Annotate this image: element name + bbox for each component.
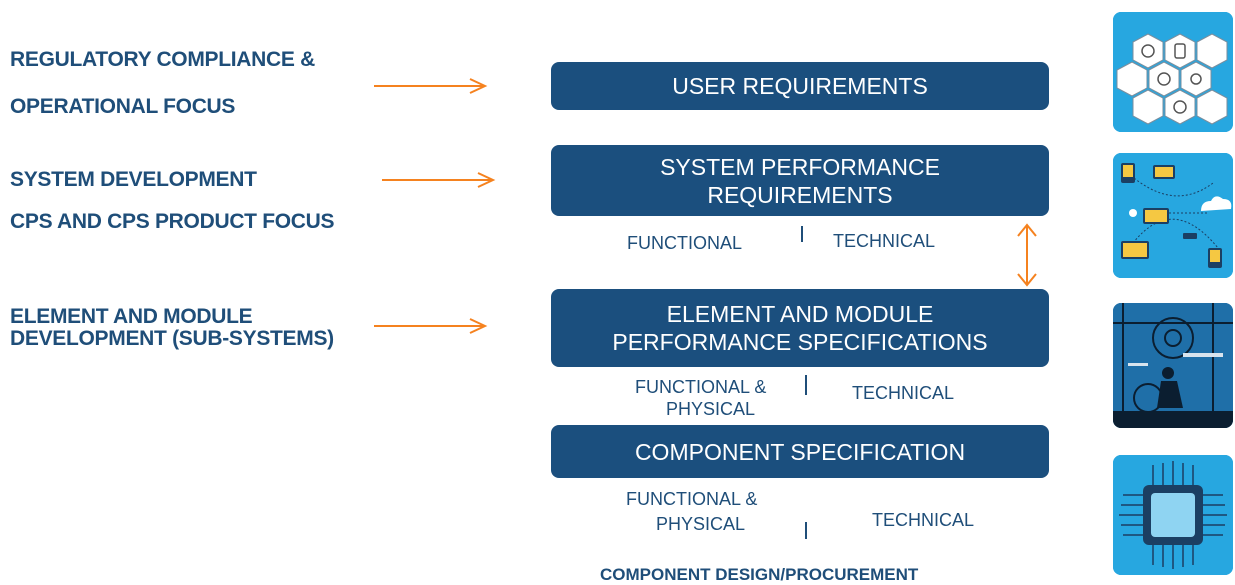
component-specification-label: COMPONENT SPECIFICATION [634, 438, 966, 465]
technical-label-1: TECHNICAL [833, 231, 936, 251]
microchip-icon [1113, 455, 1233, 575]
functional-amp-label-3: FUNCTIONAL & [626, 489, 758, 509]
label-operational: OPERATIONAL FOCUS [10, 95, 236, 118]
arrow-2 [382, 172, 496, 188]
arrow-3 [374, 318, 488, 334]
arrow-1 [374, 78, 488, 94]
component-design-procurement: COMPONENT DESIGN/PROCUREMENT [600, 565, 919, 584]
system-performance-box: SYSTEM PERFORMANCE REQUIREMENTS [551, 145, 1049, 216]
technical-label-2: TECHNICAL [852, 383, 955, 403]
label-cps-focus: CPS AND CPS PRODUCT FOCUS [10, 210, 335, 233]
element-module-line1: ELEMENT AND MODULE [666, 301, 934, 327]
user-requirements-label: USER REQUIREMENTS [672, 73, 928, 99]
technical-label-3: TECHNICAL [872, 510, 975, 530]
technology-hexagon-icon [1113, 12, 1233, 132]
functional-label-1: FUNCTIONAL [627, 233, 743, 253]
user-requirements-box: USER REQUIREMENTS [551, 62, 1049, 110]
element-module-line2: PERFORMANCE SPECIFICATIONS [612, 329, 988, 355]
label-system-development: SYSTEM DEVELOPMENT [10, 168, 257, 191]
double-arrow-icon [1017, 223, 1037, 287]
label-subsystems: DEVELOPMENT (SUB-SYSTEMS) [10, 327, 334, 350]
connected-devices-icon [1113, 153, 1233, 278]
system-performance-line2: REQUIREMENTS [707, 181, 893, 208]
element-module-box: ELEMENT AND MODULE PERFORMANCE SPECIFICA… [551, 289, 1049, 367]
label-regulatory: REGULATORY COMPLIANCE & [10, 48, 316, 71]
separator-1 [801, 226, 803, 242]
separator-2 [805, 375, 807, 395]
label-element-module: ELEMENT AND MODULE [10, 305, 253, 328]
physical-label-2: PHYSICAL [666, 399, 756, 419]
industrial-worker-icon [1113, 303, 1233, 428]
physical-label-3: PHYSICAL [656, 514, 746, 534]
component-specification-box: COMPONENT SPECIFICATION [551, 425, 1049, 478]
separator-3 [805, 522, 807, 539]
functional-amp-label-2: FUNCTIONAL & [635, 377, 767, 397]
system-performance-line1: SYSTEM PERFORMANCE [660, 153, 940, 180]
